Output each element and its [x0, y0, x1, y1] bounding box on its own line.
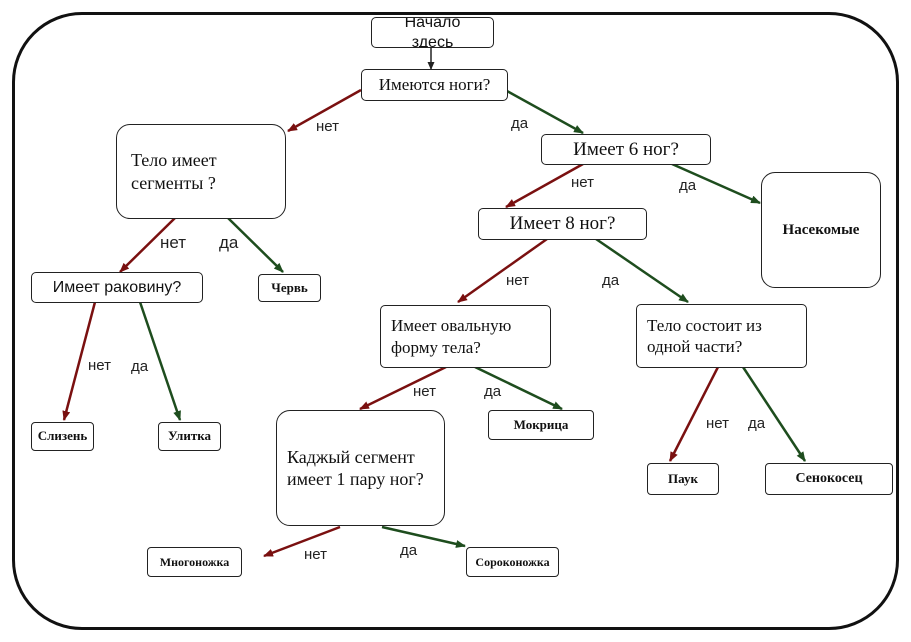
edge-segments-no	[119, 217, 176, 273]
edge-oval-no	[359, 365, 447, 411]
edge-six-legs-yes	[671, 162, 761, 205]
label-segment-pair-yes: да	[400, 542, 418, 559]
edge-segments-yes	[227, 217, 284, 273]
label-has-legs-no: нет	[316, 118, 339, 135]
edge-eight-legs-yes	[595, 237, 689, 304]
edge-oval-yes	[474, 365, 563, 411]
edge-segment-pair-no	[263, 525, 341, 558]
label-eight-legs-no: нет	[506, 272, 529, 289]
start-node: Начало здесь	[371, 17, 494, 48]
label-oval-yes: да	[484, 383, 502, 400]
insects-leaf: Насекомые	[761, 172, 881, 288]
edge-six-legs-no	[505, 162, 584, 209]
label-shell-no: нет	[88, 357, 111, 374]
woodlouse-leaf: Мокрица	[488, 410, 594, 440]
one-part-body-node: Тело состоит из одной части?	[636, 304, 807, 368]
diagram-frame	[12, 12, 899, 630]
label-one-part-yes: да	[748, 415, 766, 432]
harvestman-leaf: Сенокосец	[765, 463, 893, 495]
edge-one-part-no	[668, 366, 720, 462]
body-segments-node: Тело имеет сегменты ?	[116, 124, 286, 219]
six-legs-node: Имеет 6 ног?	[541, 134, 711, 165]
label-has-legs-yes: да	[511, 115, 529, 132]
segment-pair-node: Каджый сегмент имеет 1 пару ног?	[276, 410, 445, 526]
has-shell-node: Имеет раковину?	[31, 272, 203, 303]
worm-leaf: Червь	[258, 274, 321, 302]
edge-eight-legs-no	[457, 237, 548, 304]
snail-leaf: Улитка	[158, 422, 221, 451]
label-segments-yes: да	[219, 233, 239, 252]
spider-leaf: Паук	[647, 463, 719, 495]
edge-has-legs-yes	[506, 89, 584, 135]
edge-has-legs-no	[287, 88, 362, 133]
label-shell-yes: да	[131, 358, 149, 375]
centipede-leaf: Сороконожка	[466, 547, 559, 577]
label-segment-pair-no: нет	[304, 546, 327, 563]
label-eight-legs-yes: да	[602, 272, 620, 289]
edge-shell-yes	[138, 301, 182, 421]
edge-one-part-yes	[741, 366, 807, 462]
label-one-part-no: нет	[706, 415, 729, 432]
oval-body-node: Имеет овальную форму тела?	[380, 305, 551, 368]
label-six-legs-yes: да	[679, 177, 697, 194]
edge-segment-pair-yes	[381, 525, 466, 548]
label-oval-no: нет	[413, 383, 436, 400]
label-segments-no: нет	[160, 233, 187, 252]
millipede-leaf: Многоножка	[147, 547, 242, 577]
edge-shell-no	[62, 301, 97, 421]
has-legs-node: Имеются ноги?	[361, 69, 508, 101]
eight-legs-node: Имеет 8 ног?	[478, 208, 647, 240]
slug-leaf: Слизень	[31, 422, 94, 451]
label-six-legs-no: нет	[571, 174, 594, 191]
